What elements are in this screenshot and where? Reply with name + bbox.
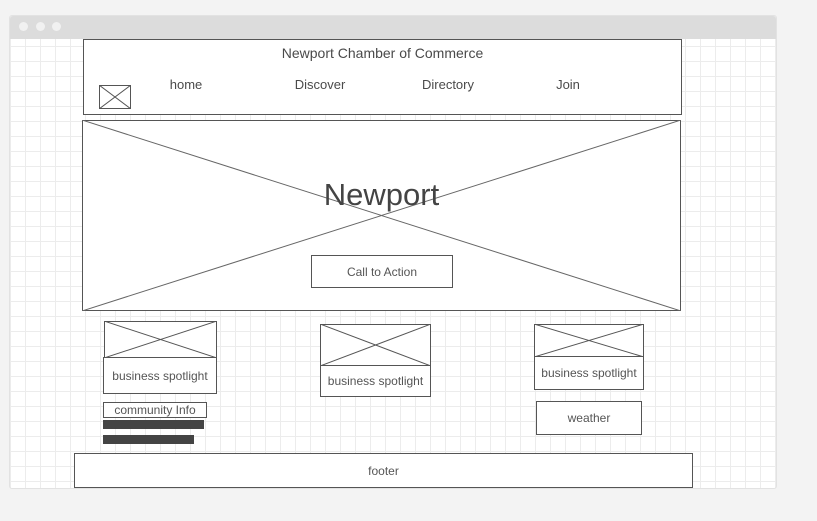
hero-title: Newport [323, 177, 440, 212]
window-close-dot[interactable] [19, 22, 28, 31]
community-info-box[interactable]: community Info [103, 402, 207, 418]
spotlight-image-placeholder-icon [320, 324, 431, 366]
business-spotlight-card-1[interactable]: business spotlight [103, 357, 217, 394]
logo-image-placeholder-icon [99, 85, 131, 109]
window-maximize-dot[interactable] [52, 22, 61, 31]
site-header [83, 39, 682, 115]
business-spotlight-card-2[interactable]: business spotlight [320, 365, 431, 397]
window-titlebar [10, 16, 776, 39]
call-to-action-button[interactable]: Call to Action [311, 255, 453, 288]
nav-link-directory[interactable]: Directory [421, 77, 474, 92]
window-minimize-dot[interactable] [36, 22, 45, 31]
nav-link-home[interactable]: home [169, 77, 203, 92]
spotlight-image-placeholder-icon [534, 324, 644, 357]
community-text-line [103, 435, 194, 444]
nav-link-join[interactable]: Join [556, 77, 580, 92]
business-spotlight-card-3[interactable]: business spotlight [534, 356, 644, 390]
site-title: Newport Chamber of Commerce [281, 45, 484, 61]
weather-widget[interactable]: weather [536, 401, 642, 435]
community-text-line [103, 420, 204, 429]
spotlight-image-placeholder-icon [104, 321, 217, 358]
nav-link-discover[interactable]: Discover [294, 77, 346, 92]
site-footer: footer [74, 453, 693, 488]
